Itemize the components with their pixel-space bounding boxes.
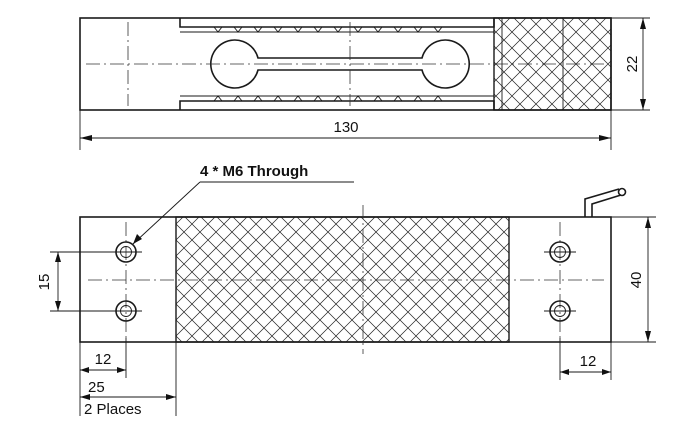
left-edge-dim-text: 12 bbox=[95, 351, 112, 368]
mounting-hole-right-bottom bbox=[544, 300, 576, 322]
hole-callout-text: 4 * M6 Through bbox=[200, 163, 308, 180]
width-dim-text: 40 bbox=[628, 272, 645, 289]
front-gauge-area bbox=[175, 216, 510, 343]
top-upper-groove bbox=[179, 18, 495, 28]
right-edge-dim-text: 12 bbox=[580, 353, 597, 370]
offset-dim-text: 25 bbox=[88, 379, 105, 396]
cable bbox=[584, 188, 620, 217]
dumbbell-slot bbox=[209, 39, 471, 89]
mounting-hole-right-top bbox=[544, 241, 576, 263]
length-dim-text: 130 bbox=[333, 119, 358, 136]
front-view: 4 * M6 Through 15 40 12 25 2 Places bbox=[36, 163, 656, 418]
hole-spacing-dim-text: 15 bbox=[36, 274, 53, 291]
height-dim-text: 22 bbox=[624, 56, 641, 73]
top-lower-groove bbox=[179, 100, 495, 110]
places-note-text: 2 Places bbox=[84, 401, 142, 418]
top-view: 130 22 bbox=[79, 17, 650, 150]
